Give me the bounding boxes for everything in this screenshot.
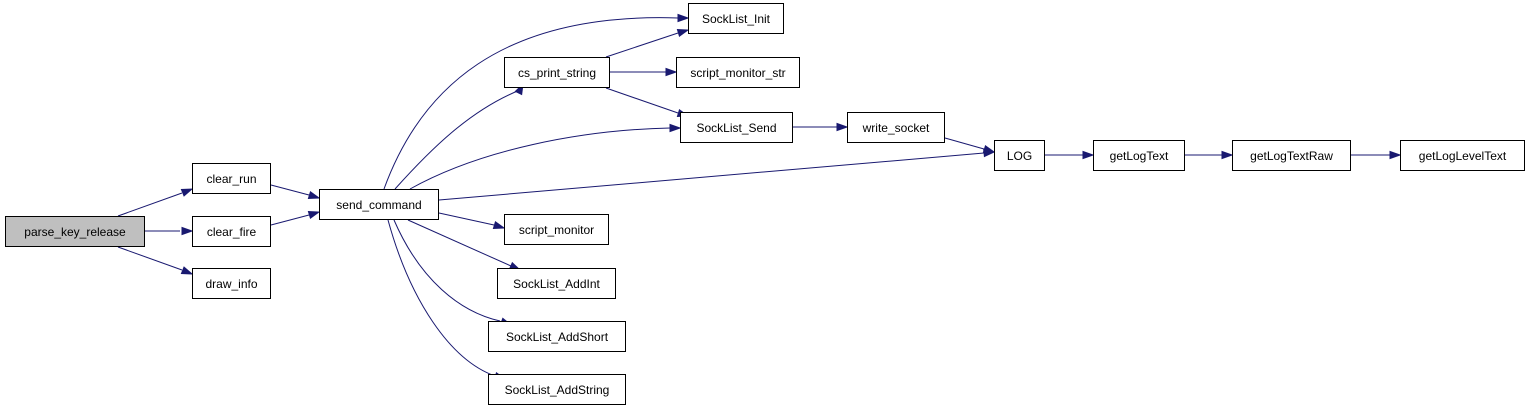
arrowhead-icon bbox=[307, 210, 321, 220]
edge-parse_key_release-to-clear_fire bbox=[145, 226, 194, 236]
node-log[interactable]: LOG bbox=[994, 140, 1045, 171]
edge-getLogText-to-getLogTextRaw bbox=[1185, 150, 1234, 160]
edge-send_command-to-cs_print_string bbox=[394, 82, 524, 190]
arrowhead-icon bbox=[307, 190, 321, 200]
edge-parse_key_release-to-draw_info bbox=[117, 246, 194, 275]
edge-clear_fire-to-send_command bbox=[270, 210, 321, 226]
arrowhead-icon bbox=[677, 13, 690, 23]
edge-cs_print_string-to-sock_send bbox=[605, 87, 690, 118]
node-sock-init[interactable]: SockList_Init bbox=[688, 3, 784, 34]
arrowhead-icon bbox=[1082, 150, 1095, 160]
edge-send_command-to-sock_send bbox=[409, 123, 682, 190]
arrowhead-icon bbox=[1221, 150, 1234, 160]
arrowhead-icon bbox=[676, 28, 690, 38]
node-sock-addshort[interactable]: SockList_AddShort bbox=[488, 321, 626, 352]
node-sock-addstring[interactable]: SockList_AddString bbox=[488, 374, 626, 405]
edge-write_socket-to-log bbox=[944, 137, 996, 154]
node-clear-fire[interactable]: clear_fire bbox=[192, 216, 271, 247]
edge-sock_send-to-write_socket bbox=[793, 122, 849, 132]
node-clear-run[interactable]: clear_run bbox=[192, 163, 271, 194]
node-draw-info[interactable]: draw_info bbox=[192, 268, 271, 299]
edge-send_command-to-sock_addshort bbox=[393, 219, 513, 326]
node-getLogTextRaw[interactable]: getLogTextRaw bbox=[1232, 140, 1351, 171]
node-sock-addint[interactable]: SockList_AddInt bbox=[497, 268, 616, 299]
node-cs-print-string[interactable]: cs_print_string bbox=[504, 57, 610, 88]
edge-getLogTextRaw-to-getLogLevelText bbox=[1351, 150, 1402, 160]
arrowhead-icon bbox=[492, 220, 506, 230]
edge-cs_print_string-to-sock_init bbox=[605, 28, 690, 58]
node-write-socket[interactable]: write_socket bbox=[847, 112, 945, 143]
edge-parse_key_release-to-clear_run bbox=[117, 188, 194, 217]
node-parse-key-release: parse_key_release bbox=[5, 216, 145, 247]
arrowhead-icon bbox=[982, 144, 996, 154]
edge-clear_run-to-send_command bbox=[270, 184, 321, 200]
node-script-monitor[interactable]: script_monitor bbox=[504, 214, 609, 245]
node-send-command[interactable]: send_command bbox=[319, 189, 439, 220]
arrowhead-icon bbox=[836, 122, 849, 132]
edge-send_command-to-log bbox=[438, 148, 996, 201]
arrowhead-icon bbox=[1389, 150, 1402, 160]
node-getLogText[interactable]: getLogText bbox=[1093, 140, 1185, 171]
arrowhead-icon bbox=[669, 123, 682, 133]
node-getLogLevelText[interactable]: getLogLevelText bbox=[1400, 140, 1525, 171]
node-script-monitor-str[interactable]: script_monitor_str bbox=[676, 57, 800, 88]
edge-log-to-getLogText bbox=[1045, 150, 1095, 160]
edge-send_command-to-script_monitor bbox=[438, 212, 506, 230]
node-sock-send[interactable]: SockList_Send bbox=[680, 112, 793, 143]
edge-cs_print_string-to-script_monitor_str bbox=[610, 67, 678, 77]
arrowhead-icon bbox=[180, 266, 194, 275]
arrowhead-icon bbox=[665, 67, 678, 77]
arrowhead-icon bbox=[180, 188, 194, 197]
arrowhead-icon bbox=[181, 226, 194, 236]
edge-send_command-to-sock_init bbox=[383, 13, 690, 190]
